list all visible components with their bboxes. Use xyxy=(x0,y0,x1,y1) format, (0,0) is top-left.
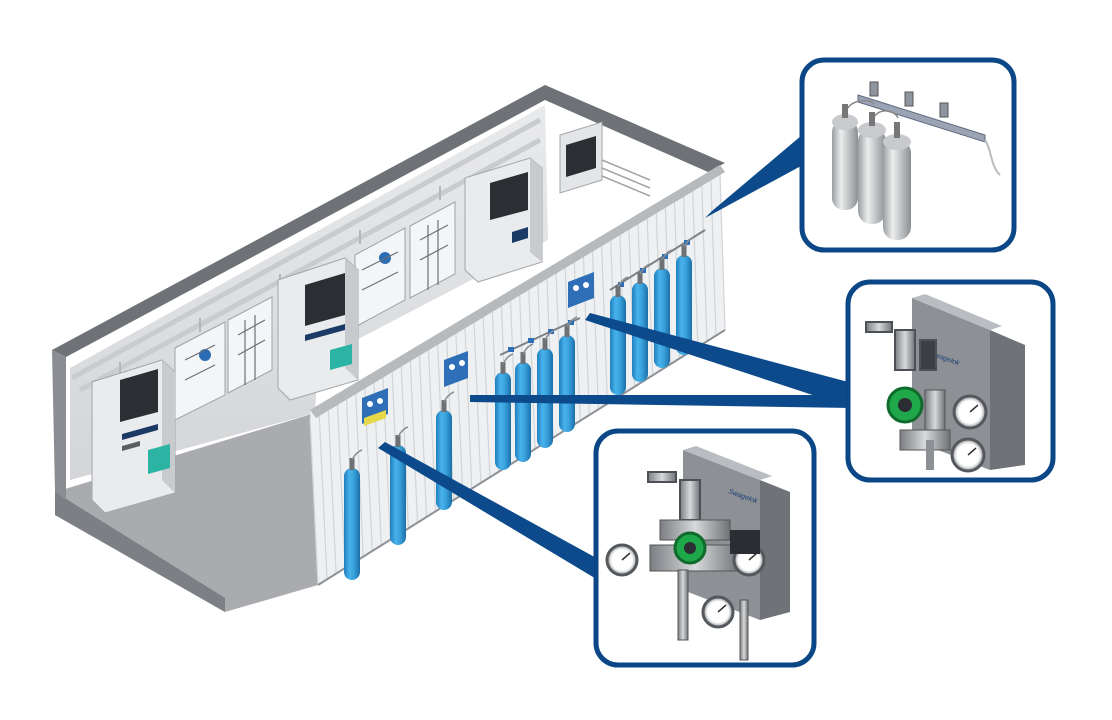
gas-cylinder xyxy=(559,316,578,432)
gas-cylinder xyxy=(515,343,534,462)
corrugation-line xyxy=(318,412,328,580)
corrugation-line xyxy=(418,352,428,518)
wall-control-box xyxy=(568,272,594,308)
corrugation-line xyxy=(309,417,319,586)
corrugation-line xyxy=(710,178,717,336)
corrugation-line xyxy=(719,172,726,331)
wall-control-box xyxy=(444,351,468,387)
gas-cylinder xyxy=(390,426,409,545)
corrugation-line xyxy=(646,216,654,376)
callout-gauge-panel: Swagelok xyxy=(593,428,817,668)
corrugation-line xyxy=(400,363,410,529)
corrugation-line xyxy=(327,407,337,574)
callout-beam-middle-2 xyxy=(470,395,852,408)
corrugation-line xyxy=(701,183,708,342)
analyzer-cabinet xyxy=(91,359,176,514)
left-end-frame xyxy=(52,350,66,500)
callout-regulator-panel: Swagelok xyxy=(845,279,1056,483)
callout-beams xyxy=(378,130,852,580)
corrugation-line xyxy=(427,347,437,512)
junction-box xyxy=(559,121,651,197)
wall-gas-panel xyxy=(174,296,273,421)
wall-gas-panel xyxy=(354,201,456,328)
callout-cylinder-rack xyxy=(799,57,1017,253)
corrugation-line xyxy=(336,401,346,569)
corrugation-line xyxy=(409,358,419,523)
callout-beam-middle xyxy=(585,313,852,408)
shelter-floor xyxy=(55,413,318,612)
shelter-floor-edge xyxy=(55,492,225,612)
wall-control-box xyxy=(362,388,388,426)
corrugation-line xyxy=(692,189,699,348)
ceiling-pipes xyxy=(70,117,542,393)
callout-beam-top xyxy=(705,130,812,218)
analyzer-cabinet xyxy=(277,257,359,401)
corrugation-line xyxy=(528,287,536,450)
gas-cylinder xyxy=(676,236,695,355)
callout-beam-bottom xyxy=(378,442,600,580)
analyzer-cabinet xyxy=(464,157,543,283)
gas-cylinder xyxy=(344,449,363,580)
